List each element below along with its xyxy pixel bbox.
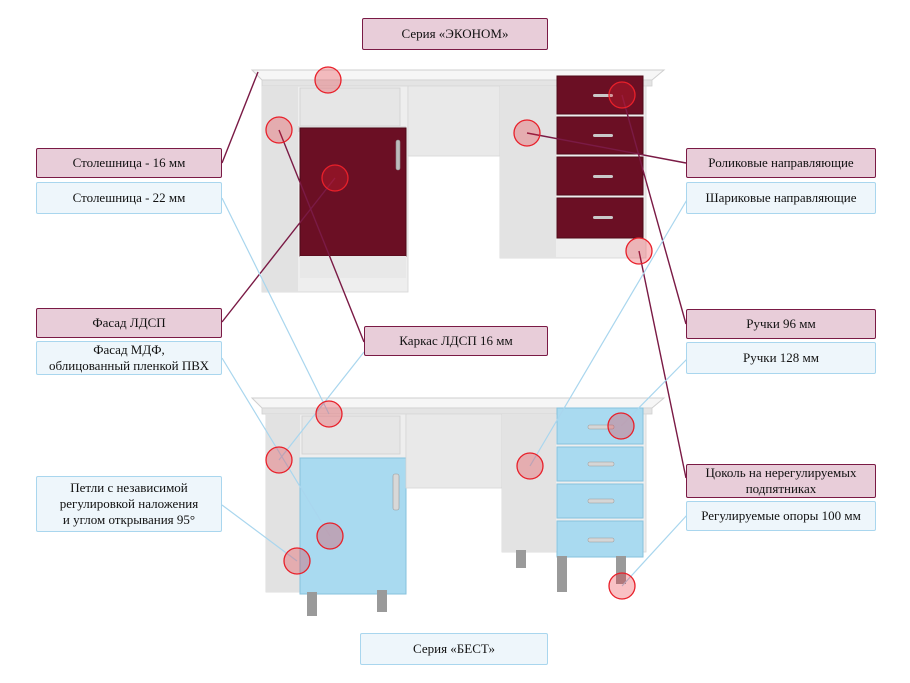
label-tabletop-22: Столешница - 22 мм	[36, 182, 222, 214]
econ-drawers	[556, 75, 644, 239]
callout-markers	[265, 66, 653, 600]
label-facade-ldsp: Фасад ЛДСП	[36, 308, 222, 338]
econ-door	[299, 127, 407, 257]
marker-best-tabletop	[315, 400, 343, 428]
series-best-title: Серия «БЕСТ»	[360, 633, 548, 665]
marker-best-handles	[607, 412, 635, 440]
label-tabletop-16: Столешница - 16 мм	[36, 148, 222, 178]
econ-open-shelf	[299, 87, 401, 127]
label-carcass: Каркас ЛДСП 16 мм	[364, 326, 548, 356]
label-hinges: Петли с независимой регулировкой наложен…	[36, 476, 222, 532]
marker-best-carcass	[265, 446, 293, 474]
marker-econ-tabletop	[314, 66, 342, 94]
best-tabletop	[250, 397, 666, 409]
best-modesty-panel	[405, 413, 503, 489]
best-leg	[616, 556, 626, 584]
best-door-handle	[392, 473, 400, 511]
best-drawers	[556, 407, 644, 558]
best-leg	[377, 590, 387, 612]
econom-leader-lines	[221, 71, 687, 479]
econ-door-handle	[395, 139, 401, 171]
label-handles-128: Ручки 128 мм	[686, 342, 876, 374]
series-econom-title: Серия «ЭКОНОМ»	[362, 18, 548, 50]
marker-econ-handles	[608, 81, 636, 109]
marker-best-guides	[516, 452, 544, 480]
label-facade-mdf: Фасад МДФ, облицованный пленкой ПВХ	[36, 341, 222, 375]
label-plinth: Цоколь на нерегулируемых подпятниках	[686, 464, 876, 498]
best-leg	[307, 592, 317, 616]
desk-best	[250, 397, 666, 616]
best-leg	[516, 550, 526, 568]
desk-econom	[250, 69, 666, 293]
label-legs: Регулируемые опоры 100 мм	[686, 501, 876, 531]
marker-econ-facade	[321, 164, 349, 192]
econ-modesty-panel	[407, 85, 501, 157]
best-door	[299, 457, 407, 595]
marker-best-facade	[316, 522, 344, 550]
best-leg	[557, 556, 567, 592]
marker-best-legs	[608, 572, 636, 600]
marker-econ-guides	[513, 119, 541, 147]
marker-econ-carcass	[265, 116, 293, 144]
label-ball-guides: Шариковые направляющие	[686, 182, 876, 214]
marker-econ-plinth	[625, 237, 653, 265]
best-open-shelf	[301, 415, 401, 455]
label-roller-guides: Роликовые направляющие	[686, 148, 876, 178]
marker-best-hinges	[283, 547, 311, 575]
label-handles-96: Ручки 96 мм	[686, 309, 876, 339]
